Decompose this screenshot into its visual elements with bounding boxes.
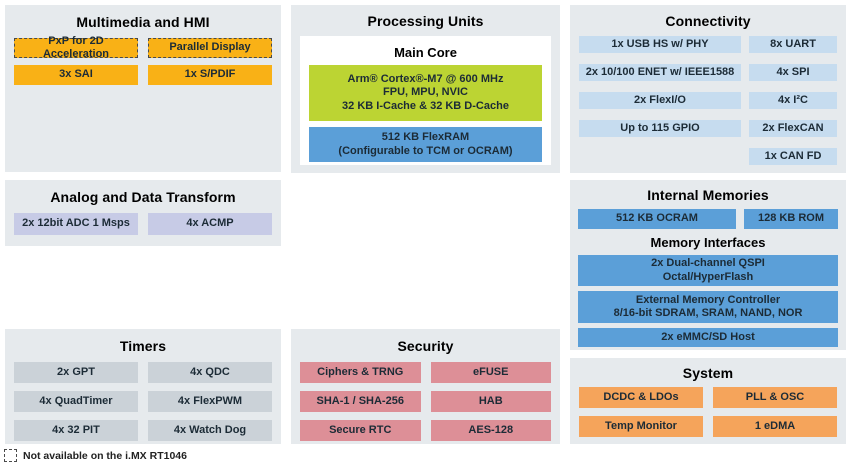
block-uart: 8x UART xyxy=(749,36,837,53)
block-adc: 2x 12bit ADC 1 Msps xyxy=(14,213,138,235)
block-flexio: 2x FlexI/O xyxy=(579,92,741,109)
block-flexcan: 2x FlexCAN xyxy=(749,120,837,137)
block-spi: 4x SPI xyxy=(749,64,837,81)
block-quadtimer: 4x QuadTimer xyxy=(14,391,138,412)
block-gpio: Up to 115 GPIO xyxy=(579,120,741,137)
block-emmc-sd-host: 2x eMMC/SD Host xyxy=(578,328,838,347)
subtitle-memory-interfaces: Memory Interfaces xyxy=(650,235,766,250)
block-gpt: 2x GPT xyxy=(14,362,138,383)
block-aes-128: AES-128 xyxy=(430,420,551,441)
block-efuse: eFUSE xyxy=(430,362,551,383)
block-pit: 4x 32 PIT xyxy=(14,420,138,441)
panel-title-multimedia: Multimedia and HMI xyxy=(76,14,210,30)
block-enet: 2x 10/100 ENET w/ IEEE1588 xyxy=(579,64,741,81)
subtitle-main-core: Main Core xyxy=(394,45,457,60)
main-core-box: Main Core Arm® Cortex®-M7 @ 600 MHz FPU,… xyxy=(300,36,551,165)
block-flexpwm: 4x FlexPWM xyxy=(148,391,272,412)
panel-internal-memories: Internal Memories 512 KB OCRAM 128 KB RO… xyxy=(570,180,846,350)
block-sai: 3x SAI xyxy=(14,65,138,85)
block-parallel-display: Parallel Display xyxy=(148,38,272,58)
panel-title-analog: Analog and Data Transform xyxy=(50,189,236,205)
dashed-box-icon xyxy=(4,449,17,462)
legend-note: Not available on the i.MX RT1046 xyxy=(23,449,187,462)
panel-title-processing: Processing Units xyxy=(367,13,484,29)
panel-title-internal-memories: Internal Memories xyxy=(647,187,769,203)
block-temp-monitor: Temp Monitor xyxy=(579,416,703,437)
block-ciphers-trng: Ciphers & TRNG xyxy=(300,362,421,383)
panel-system: System DCDC & LDOs PLL & OSC Temp Monito… xyxy=(570,358,846,444)
panel-security: Security Ciphers & TRNG eFUSE SHA-1 / SH… xyxy=(291,329,560,444)
flexram-line-2: (Configurable to TCM or OCRAM) xyxy=(338,144,513,157)
block-pll-osc: PLL & OSC xyxy=(713,387,837,408)
emc-line-2: 8/16-bit SDRAM, SRAM, NAND, NOR xyxy=(613,307,803,319)
qspi-line-1: 2x Dual-channel QSPI xyxy=(651,257,765,270)
block-external-memory-controller: External Memory Controller 8/16-bit SDRA… xyxy=(578,291,838,323)
block-i2c: 4x I²C xyxy=(749,92,837,109)
panel-processing-units: Processing Units Main Core Arm® Cortex®-… xyxy=(291,5,560,173)
block-sha: SHA-1 / SHA-256 xyxy=(300,391,421,412)
panel-connectivity: Connectivity 1x USB HS w/ PHY 2x 10/100 … xyxy=(570,5,846,173)
block-pxp-2d-acceleration: PxP for 2D Acceleration xyxy=(14,35,138,60)
legend-not-available: Not available on the i.MX RT1046 xyxy=(4,449,187,462)
core-line-1: Arm® Cortex®-M7 @ 600 MHz xyxy=(347,73,504,86)
panel-timers: Timers 2x GPT 4x QDC 4x QuadTimer 4x Fle… xyxy=(5,329,281,444)
core-line-3: 32 KB I-Cache & 32 KB D-Cache xyxy=(342,99,509,112)
panel-multimedia-hmi: Multimedia and HMI PxP for 2D Accelerati… xyxy=(5,5,281,172)
emc-line-1: External Memory Controller xyxy=(635,293,781,306)
block-spdif: 1x S/PDIF xyxy=(148,65,272,85)
block-edma: 1 eDMA xyxy=(713,416,837,437)
block-cortex-m7: Arm® Cortex®-M7 @ 600 MHz FPU, MPU, NVIC… xyxy=(309,65,542,121)
block-qdc: 4x QDC xyxy=(148,362,272,383)
block-flexram: 512 KB FlexRAM (Configurable to TCM or O… xyxy=(309,127,542,162)
block-canfd: 1x CAN FD xyxy=(749,148,837,165)
block-dcdc-ldos: DCDC & LDOs xyxy=(579,387,703,408)
block-watchdog: 4x Watch Dog xyxy=(148,420,272,441)
block-usb: 1x USB HS w/ PHY xyxy=(579,36,741,53)
block-qspi: 2x Dual-channel QSPI Octal/HyperFlash xyxy=(578,255,838,286)
block-acmp: 4x ACMP xyxy=(148,213,272,235)
flexram-line-1: 512 KB FlexRAM xyxy=(381,131,470,144)
block-ocram: 512 KB OCRAM xyxy=(578,209,736,229)
block-rom: 128 KB ROM xyxy=(744,209,838,229)
panel-title-security: Security xyxy=(397,338,454,354)
panel-analog-data-transform: Analog and Data Transform 2x 12bit ADC 1… xyxy=(5,180,281,246)
panel-title-timers: Timers xyxy=(119,338,167,354)
qspi-line-2: Octal/HyperFlash xyxy=(662,270,754,283)
core-line-2: FPU, MPU, NVIC xyxy=(383,86,468,99)
block-secure-rtc: Secure RTC xyxy=(300,420,421,441)
panel-title-connectivity: Connectivity xyxy=(665,13,751,29)
block-hab: HAB xyxy=(430,391,551,412)
panel-title-system: System xyxy=(682,365,734,381)
